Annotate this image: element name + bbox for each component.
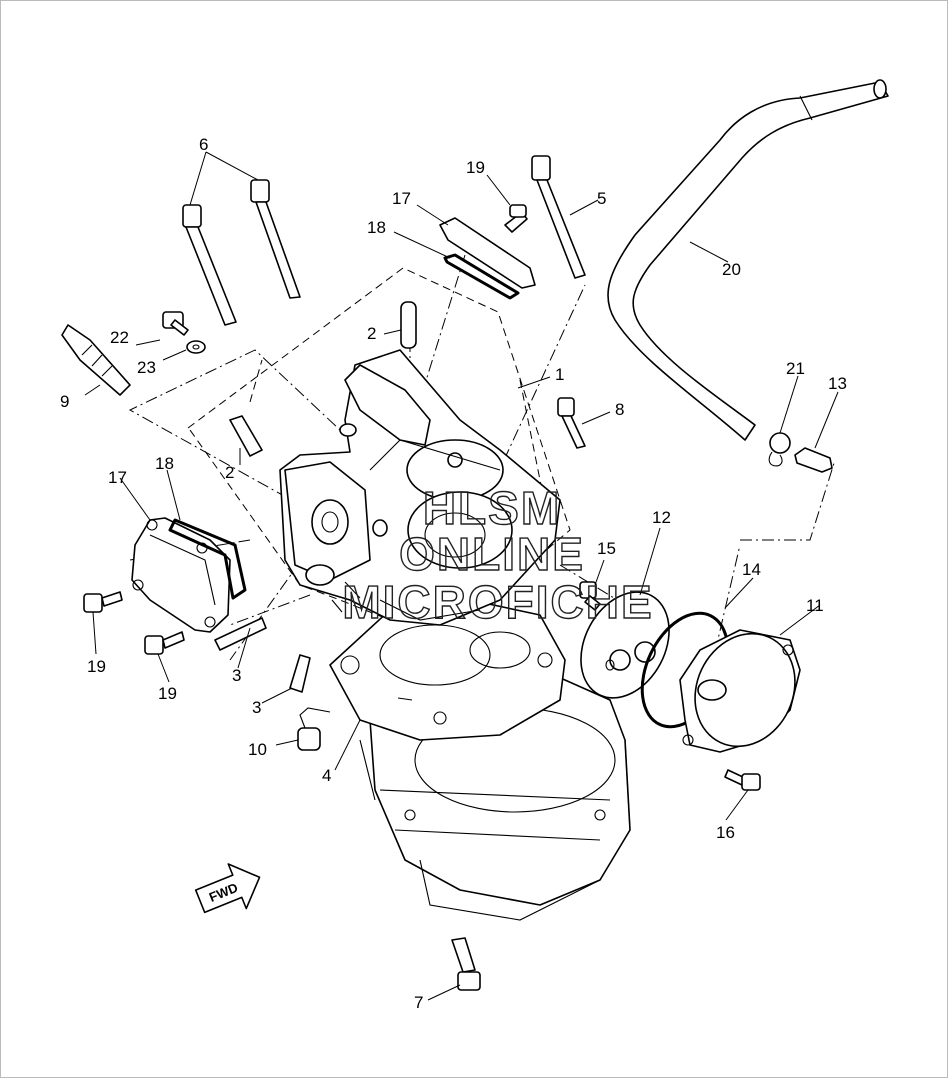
callout-2b: 2 [225,463,234,482]
watermark-line-3: MICROFICHE [342,576,653,628]
callout-21: 21 [786,359,805,378]
dowel-2b [229,415,263,457]
callout-10: 10 [248,740,267,759]
stud-6a [182,204,237,326]
callout-3b: 3 [252,698,261,717]
clip-21 [768,432,791,467]
callout-19-top: 19 [466,158,485,177]
callout-8: 8 [615,400,624,419]
callout-12: 12 [652,508,671,527]
callout-11: 11 [806,596,824,615]
callout-16: 16 [716,823,735,842]
callout-20: 20 [722,260,741,279]
cylinder-head [279,349,561,626]
callout-6: 6 [199,135,208,154]
bolt-7 [451,937,481,991]
watermark-line-1: HLSM [423,482,561,534]
bolt-16 [724,769,761,791]
top-cover [439,217,536,300]
callout-22: 22 [110,328,129,347]
bolt-19-left-lower [144,631,185,655]
callout-18-top: 18 [367,218,386,237]
leader-lines [84,151,839,1001]
stud-3b [289,654,311,693]
sensor-10 [297,707,331,751]
callout-15: 15 [597,539,616,558]
dowel-2a [400,301,417,349]
callout-2a: 2 [367,324,376,343]
callout-5: 5 [597,189,606,208]
stud-6b [250,179,301,299]
callout-4: 4 [322,766,331,785]
bolt-19-left-upper [83,591,123,613]
valve-cover-left [131,517,247,633]
washer-23 [186,340,206,354]
callout-14: 14 [742,560,761,579]
stud-3a [214,617,267,651]
plate-12 [580,591,670,699]
bolt-22 [162,311,189,336]
callout-19-left-upper: 19 [87,657,106,676]
bolt-15 [579,581,601,611]
callout-23: 23 [137,358,156,377]
callout-labels: 1 2 2 3 3 4 5 6 7 8 9 10 11 12 13 14 15 … [60,135,847,1012]
stud-5 [531,155,586,279]
callout-19-left-lower: 19 [158,684,177,703]
watermark: HLSM ONLINE MICROFICHE [342,481,653,628]
bolt-8 [557,397,586,449]
spark-plug [61,324,131,396]
bolt-19-top [504,204,528,233]
callout-13: 13 [828,374,847,393]
watermark-line-2: ONLINE [399,528,585,580]
forward-arrow-icon: FWD [194,863,261,914]
fitting-13 [794,447,833,473]
callout-1: 1 [555,365,564,384]
callout-7: 7 [414,993,423,1012]
callout-17-left: 17 [108,468,127,487]
cover-11 [679,629,801,753]
callout-3a: 3 [232,666,241,685]
breather-hose [607,79,889,441]
callout-18-left: 18 [155,454,174,473]
callout-17-top: 17 [392,189,411,208]
callout-9: 9 [60,392,69,411]
